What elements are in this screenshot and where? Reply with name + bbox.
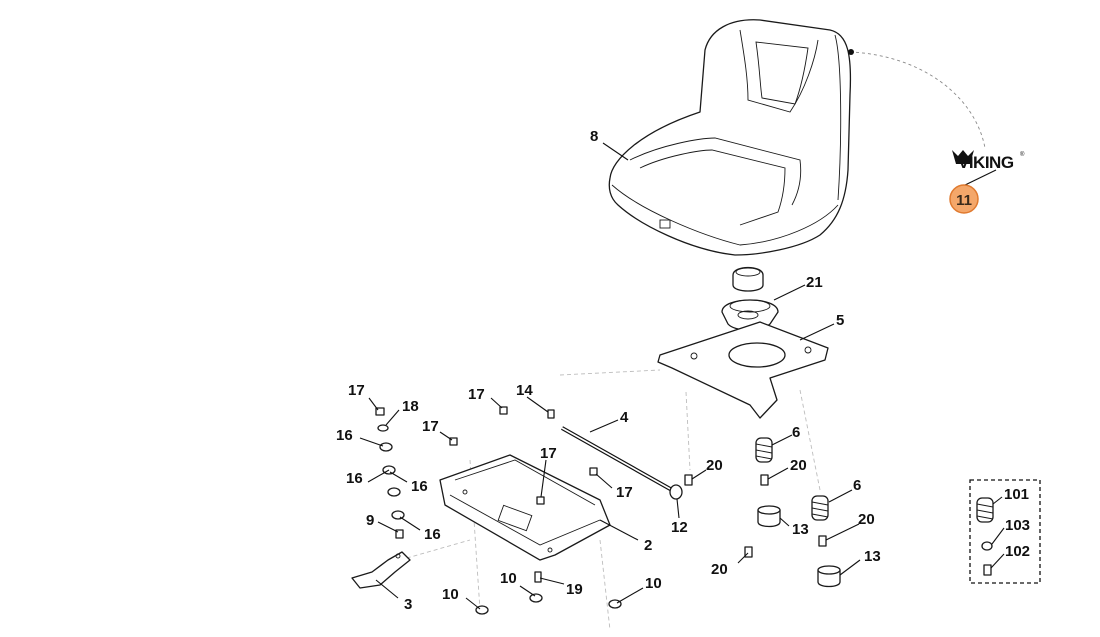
- rod-part[interactable]: [561, 426, 673, 492]
- callout-6[interactable]: 6: [792, 424, 800, 441]
- callout-17[interactable]: 17: [540, 445, 557, 462]
- callout-16[interactable]: 16: [346, 470, 363, 487]
- callout-20[interactable]: 20: [706, 457, 723, 474]
- washer-part-12[interactable]: [669, 484, 683, 500]
- callout-10[interactable]: 10: [442, 586, 459, 603]
- callout-8[interactable]: 8: [590, 128, 598, 145]
- seat-bracket-part[interactable]: [657, 321, 829, 419]
- viking-logo: VIKING ®: [952, 150, 1025, 172]
- viking-logo-text: VIKING: [958, 153, 1014, 172]
- callout-16[interactable]: 16: [411, 478, 428, 495]
- assembly-guide-line: [799, 389, 821, 491]
- badge-circle: [950, 185, 978, 213]
- callout-20[interactable]: 20: [858, 511, 875, 528]
- bolt-part-20d[interactable]: [744, 546, 753, 558]
- callout-badge-11[interactable]: 11: [949, 184, 979, 214]
- callout-18[interactable]: 18: [402, 398, 419, 415]
- registered-mark: ®: [1020, 151, 1025, 158]
- callout-12[interactable]: 12: [671, 519, 688, 536]
- bolt-part-20a[interactable]: [684, 474, 693, 486]
- spring-part-b[interactable]: [811, 495, 829, 521]
- assembly-guide-line: [559, 369, 661, 376]
- slide-frame-part[interactable]: [439, 454, 611, 561]
- callout-17[interactable]: 17: [422, 418, 439, 435]
- callout-9[interactable]: 9: [366, 512, 374, 529]
- callout-17[interactable]: 17: [616, 484, 633, 501]
- callout-103[interactable]: 103: [1005, 517, 1030, 534]
- callout-13[interactable]: 13: [864, 548, 881, 565]
- callout-10[interactable]: 10: [500, 570, 517, 587]
- callout-19[interactable]: 19: [566, 581, 583, 598]
- leader-lines: [359, 142, 1005, 610]
- callout-21[interactable]: 21: [806, 274, 823, 291]
- bushing-part-b[interactable]: [817, 565, 841, 588]
- callout-20[interactable]: 20: [711, 561, 728, 578]
- callout-102[interactable]: 102: [1005, 543, 1030, 560]
- callout-17[interactable]: 17: [348, 382, 365, 399]
- badge-ring: [949, 184, 979, 214]
- callout-20[interactable]: 20: [790, 457, 807, 474]
- seat-attach-point: [848, 49, 854, 55]
- helmet-icon: [952, 150, 974, 164]
- assembly-guide-line: [685, 391, 691, 471]
- assembly-guide-line: [599, 539, 611, 631]
- seat-part[interactable]: [608, 19, 852, 256]
- callout-101[interactable]: 101: [1004, 486, 1029, 503]
- callout-5[interactable]: 5: [836, 312, 844, 329]
- bolt-part-20c[interactable]: [818, 535, 827, 547]
- assembly-guide-line: [399, 539, 471, 561]
- callout-16[interactable]: 16: [424, 526, 441, 543]
- seat-to-label-dashline: [849, 51, 986, 149]
- bolt-part-20b[interactable]: [760, 474, 769, 486]
- callout-16[interactable]: 16: [336, 427, 353, 444]
- callout-11: 11: [956, 192, 972, 209]
- callout-17[interactable]: 17: [468, 386, 485, 403]
- spring-part-a[interactable]: [755, 437, 773, 463]
- callout-2[interactable]: 2: [644, 537, 652, 554]
- callout-10[interactable]: 10: [645, 575, 662, 592]
- callout-3[interactable]: 3: [404, 596, 412, 613]
- callout-14[interactable]: 14: [516, 382, 533, 399]
- cap-part[interactable]: [721, 266, 779, 331]
- callout-6[interactable]: 6: [853, 477, 861, 494]
- lever-part[interactable]: [351, 551, 411, 589]
- bushing-part-a[interactable]: [757, 505, 781, 528]
- callout-4[interactable]: 4: [620, 409, 629, 426]
- service-kit-box[interactable]: [969, 479, 1041, 584]
- callout-13[interactable]: 13: [792, 521, 809, 538]
